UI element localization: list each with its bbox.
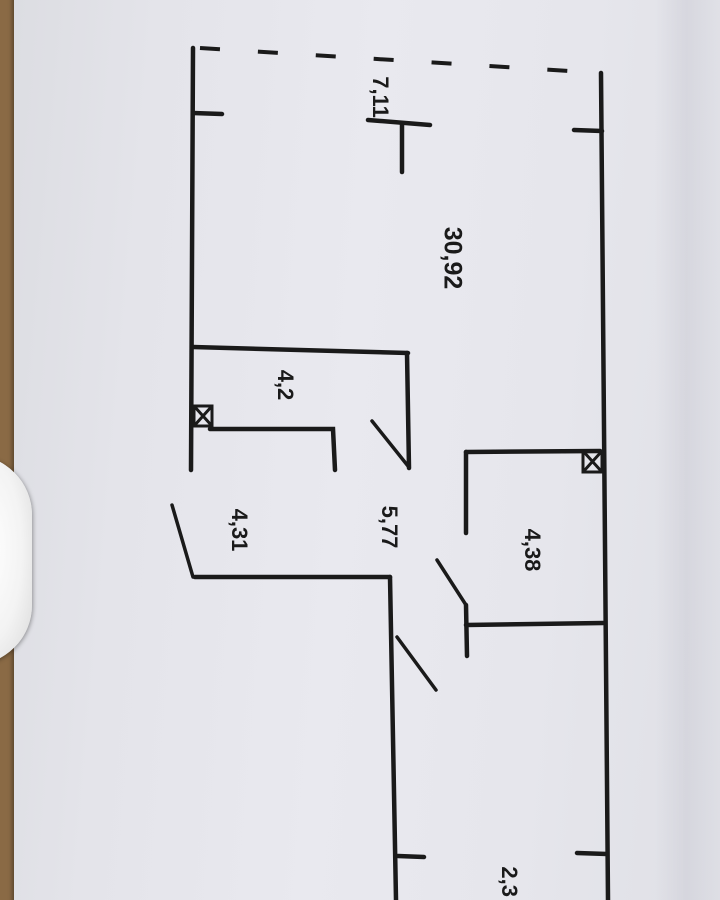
room-area-label: 30,92 — [438, 227, 466, 290]
room-area-label: 2,3 — [497, 866, 522, 897]
bathroom-top-wall — [190, 344, 411, 356]
right-room-door-jamb — [463, 602, 470, 659]
corridor-right-wall — [387, 574, 399, 900]
room-area-label: 5,77 — [377, 506, 402, 549]
boxed-x-icon — [192, 404, 214, 428]
room-area-label: 4,31 — [227, 509, 252, 552]
room-area-label: 4,38 — [520, 529, 545, 572]
outer-wall-left-top — [188, 45, 196, 473]
partition-horizontal — [365, 117, 433, 128]
room-area-label: 7,11 — [368, 76, 393, 118]
right-room-door-swing — [435, 558, 468, 607]
paper-fold-shadow — [655, 0, 720, 900]
corridor-door-swing — [395, 635, 438, 692]
bathroom-right-wall — [404, 350, 412, 471]
window-mark-right-bottom — [574, 850, 610, 857]
boxed-x-icon — [581, 449, 604, 474]
bathroom-inner-wall — [207, 426, 338, 473]
window-mark-bottom — [395, 853, 427, 860]
right-room-bottom-wall — [463, 620, 606, 628]
balcony-dashed-line — [199, 46, 603, 75]
room-area-label: 4,2 — [273, 370, 298, 401]
window-mark-left — [190, 110, 225, 117]
entry-door-swing — [170, 503, 195, 579]
bathroom-door-swing — [370, 419, 410, 468]
window-mark-right-top — [571, 127, 605, 134]
outer-wall-right — [598, 70, 611, 900]
right-room-top-wall — [463, 448, 603, 455]
